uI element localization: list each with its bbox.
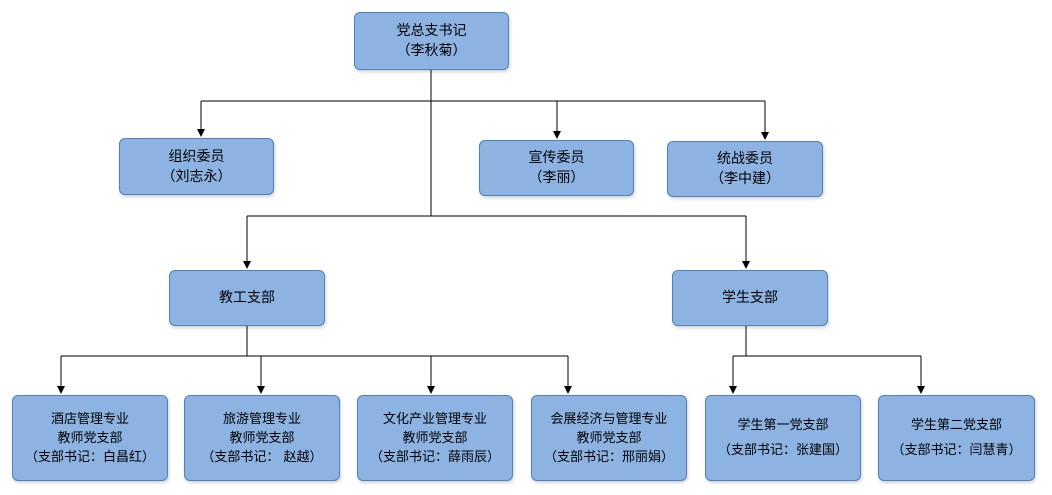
tourism-management-branch-box: 旅游管理专业 教师党支部 （支部书记： 赵越）: [184, 395, 340, 481]
student-branch-box: 学生支部: [672, 270, 828, 326]
faculty-branch-box: 教工支部: [169, 270, 325, 326]
student-first-title: 学生第一党支部: [737, 418, 829, 433]
publicity-committee-name: （李丽）: [528, 170, 585, 186]
united-front-committee-name: （李中建）: [710, 171, 780, 187]
exhibition-economics-secretary: （支部书记：邢丽娟）: [543, 449, 674, 465]
hotel-management-line2: 教师党支部: [57, 430, 123, 446]
hotel-management-secretary: （支部书记：白昌红）: [24, 449, 155, 465]
general-secretary-box: 党总支书记 （李秋菊）: [354, 12, 509, 70]
faculty-branch-title: 教工支部: [219, 290, 275, 306]
exhibition-economics-line2: 教师党支部: [576, 430, 642, 446]
general-secretary-name: （李秋菊）: [396, 43, 467, 59]
cultural-industry-branch-box: 文化产业管理专业 教师党支部 （支部书记：薛雨辰）: [357, 395, 513, 481]
tourism-management-line2: 教师党支部: [229, 430, 295, 446]
student-second-title: 学生第二党支部: [910, 418, 1002, 433]
united-front-committee-box: 统战委员 （李中建）: [667, 141, 823, 197]
publicity-committee-box: 宣传委员 （李丽）: [479, 140, 634, 196]
cultural-industry-secretary: （支部书记：薛雨辰）: [369, 449, 500, 465]
cultural-industry-line2: 教师党支部: [402, 430, 468, 446]
united-front-committee-title: 统战委员: [717, 151, 773, 167]
student-second-branch-box: 学生第二党支部 （支部书记：闫慧青）: [878, 395, 1035, 481]
hotel-management-line1: 酒店管理专业: [50, 411, 129, 427]
publicity-committee-title: 宣传委员: [528, 150, 585, 166]
exhibition-economics-branch-box: 会展经济与管理专业 教师党支部 （支部书记：邢丽娟）: [531, 395, 687, 481]
organization-committee-box: 组织委员 （刘志永）: [119, 138, 274, 195]
student-first-secretary: （支部书记：张建国）: [717, 443, 848, 458]
student-second-secretary: （支部书记：闫慧青）: [891, 443, 1022, 458]
tourism-management-line1: 旅游管理专业: [222, 411, 301, 427]
tourism-management-secretary: （支部书记： 赵越）: [201, 449, 323, 465]
student-first-branch-box: 学生第一党支部 （支部书记：张建国）: [705, 395, 861, 481]
general-secretary-title: 党总支书记: [396, 23, 467, 39]
organization-committee-name: （刘志永）: [161, 168, 232, 185]
student-branch-title: 学生支部: [722, 290, 778, 306]
organization-committee-title: 组织委员: [168, 148, 225, 165]
hotel-management-branch-box: 酒店管理专业 教师党支部 （支部书记：白昌红）: [12, 395, 168, 481]
exhibition-economics-line1: 会展经济与管理专业: [550, 411, 668, 427]
cultural-industry-line1: 文化产业管理专业: [382, 411, 487, 427]
